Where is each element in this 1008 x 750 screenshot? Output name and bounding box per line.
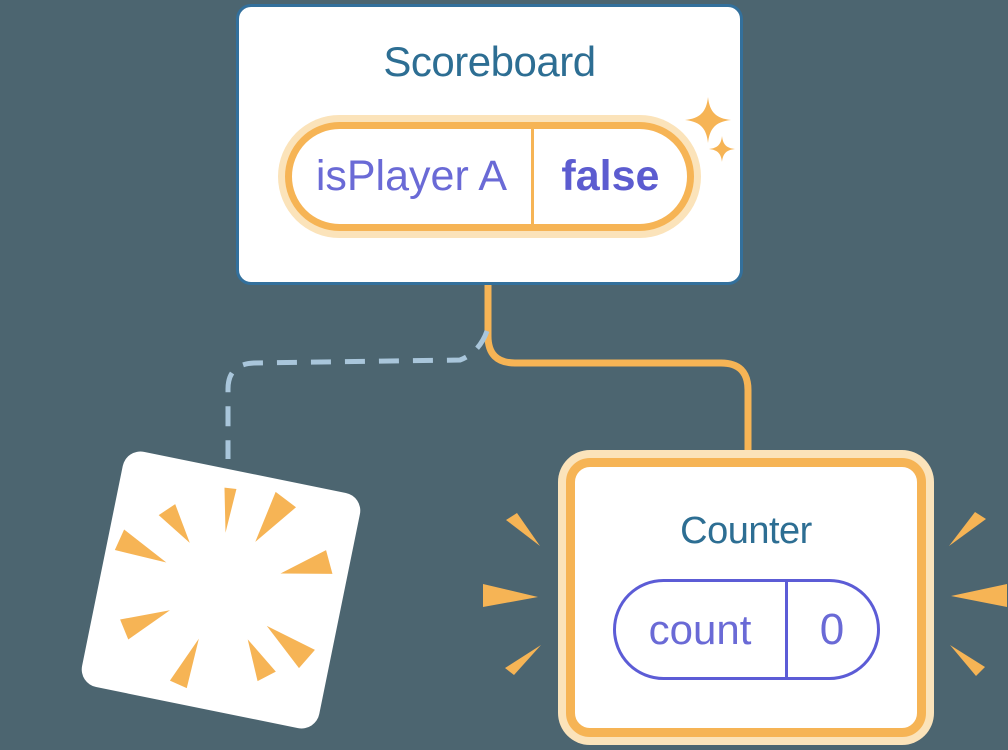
scoreboard-title: Scoreboard (383, 38, 596, 85)
pill-divider (784, 582, 788, 677)
counter-state-label: count (648, 605, 752, 653)
emphasis-marks-left-icon (483, 513, 541, 675)
emphasis-marks-right-icon (949, 512, 1007, 676)
counter-state-pill: count 0 (612, 579, 880, 680)
scoreboard-state-value: false (561, 152, 660, 200)
removed-component-card (78, 448, 364, 732)
sparkles-icon (685, 97, 735, 162)
pill-divider (530, 129, 534, 224)
counter-title: Counter (680, 510, 812, 552)
solid-connector-line (484, 285, 752, 452)
scoreboard-state-label: isPlayer A (315, 152, 508, 200)
poof-burst-icon (114, 487, 333, 689)
counter-state-value: 0 (819, 604, 845, 654)
dashed-connector-line (225, 330, 490, 459)
scoreboard-card: Scoreboard isPlayer A false (236, 4, 743, 285)
scoreboard-state-pill: isPlayer A false (278, 115, 701, 238)
counter-card: Counter count 0 (558, 450, 934, 745)
